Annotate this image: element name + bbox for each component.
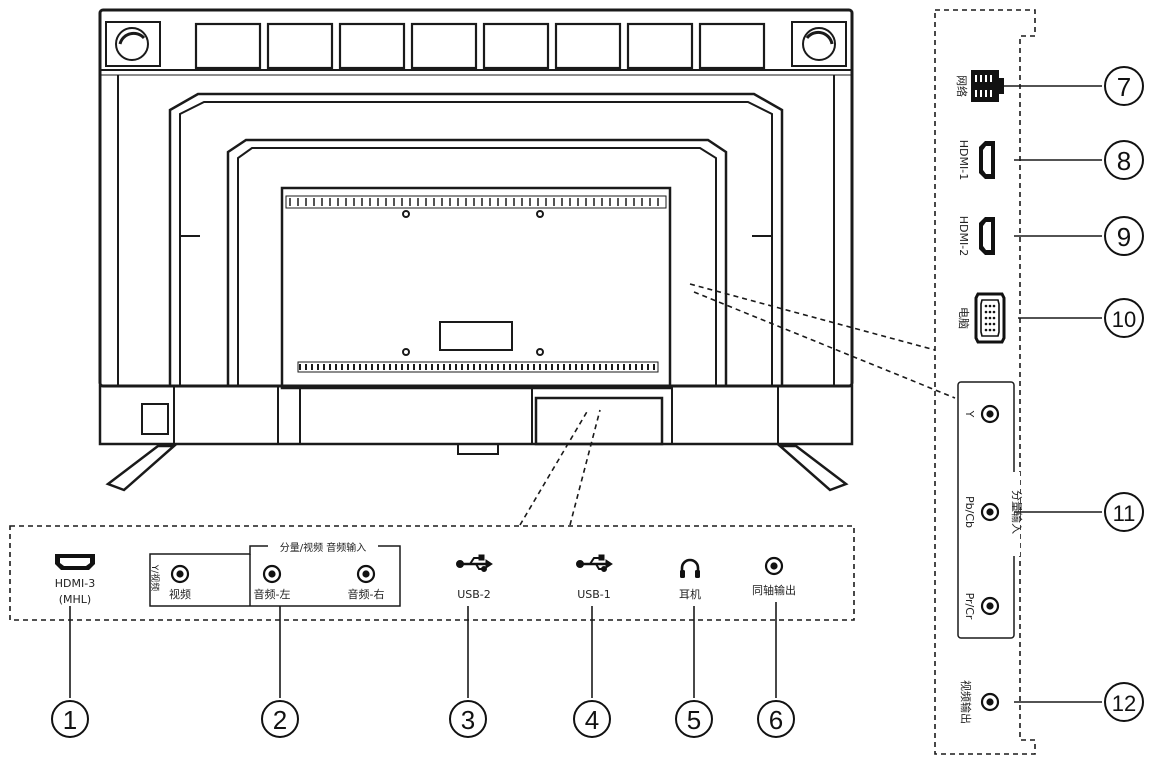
component-prcr-label: Pr/Cr	[963, 593, 976, 620]
rca-jack-icon	[980, 404, 1000, 424]
audio-left-label: 音频-左	[254, 587, 291, 601]
rca-jack-icon	[356, 564, 376, 584]
callout-6: 6	[757, 700, 795, 738]
callout-10-number: 10	[1112, 307, 1136, 332]
headphone-port: 耳机	[679, 558, 701, 601]
callout-2: 2	[261, 700, 299, 738]
callout-8: 8	[1104, 140, 1144, 180]
lan-port: 网络	[955, 70, 1004, 102]
coax-output-label: 同轴输出	[752, 583, 796, 597]
video-label: 视频	[169, 587, 191, 601]
component-y-jack: Y	[963, 404, 1000, 424]
hdmi-port-icon	[979, 217, 995, 255]
callout-2-number: 2	[273, 705, 287, 735]
hdmi2-label: HDMI-2	[957, 216, 970, 256]
vga-port-icon	[974, 292, 1006, 344]
callout-9-number: 9	[1117, 222, 1131, 252]
component-y-label: Y	[963, 410, 976, 418]
audio-right-label: 音频-右	[348, 587, 385, 601]
callout-5: 5	[675, 700, 713, 738]
callout-4-number: 4	[585, 705, 599, 735]
lan-label: 网络	[955, 75, 969, 97]
video-out-label: 视频输出	[959, 680, 973, 724]
hdmi3-label: HDMI-3	[55, 577, 95, 590]
vga-port: 电脑	[957, 292, 1006, 344]
usb-icon	[576, 554, 613, 572]
vga-label: 电脑	[957, 307, 970, 329]
hdmi-port-icon	[979, 141, 995, 179]
hdmi3-sublabel: (MHL)	[59, 593, 91, 606]
video-out-jack: 视频输出	[959, 680, 1000, 724]
usb2-label: USB-2	[457, 588, 491, 601]
headphone-label: 耳机	[679, 587, 701, 601]
hdmi1-label: HDMI-1	[957, 140, 970, 180]
usb2-port: USB-2	[456, 554, 493, 601]
hdmi3-port: HDMI-3 (MHL)	[55, 554, 95, 606]
callout-12-number: 12	[1112, 691, 1136, 716]
hdmi2-port: HDMI-2	[957, 216, 995, 256]
callout-8-number: 8	[1117, 146, 1131, 176]
audio-left-jack: 音频-左	[254, 564, 291, 601]
headphone-icon	[680, 558, 700, 578]
callout-11: 11	[1104, 492, 1144, 532]
callout-10: 10	[1104, 298, 1144, 338]
rca-jack-icon	[980, 692, 1000, 712]
component-audio-group-label: 分量/视频 音频输入	[280, 541, 367, 554]
callout-7: 7	[1104, 66, 1144, 106]
callout-6-number: 6	[769, 705, 783, 735]
tv-back-illustration	[98, 8, 854, 492]
audio-right-jack: 音频-右	[348, 564, 385, 601]
rca-jack-icon	[980, 596, 1000, 616]
bottom-callout-leaders	[69, 602, 777, 698]
vent-grille	[289, 198, 659, 370]
side-connector-panel	[934, 9, 1036, 755]
callout-3: 3	[449, 700, 487, 738]
rca-jack-icon	[170, 564, 190, 584]
rca-jack-icon	[980, 502, 1000, 522]
callout-4: 4	[573, 700, 611, 738]
callout-1: 1	[51, 700, 89, 738]
ethernet-port-icon	[971, 70, 1004, 102]
callout-9: 9	[1104, 216, 1144, 256]
coax-output-jack: 同轴输出	[752, 556, 796, 597]
rca-jack-icon	[764, 556, 784, 576]
leader-lines-dashed	[519, 283, 956, 526]
component-prcr-jack: Pr/Cr	[963, 593, 1000, 620]
callout-1-number: 1	[63, 705, 77, 735]
rca-jack-icon	[262, 564, 282, 584]
hdmi-port-icon	[55, 554, 95, 570]
callout-5-number: 5	[687, 705, 701, 735]
callout-12: 12	[1104, 682, 1144, 722]
bottom-connector-panel	[9, 525, 855, 621]
callout-3-number: 3	[461, 705, 475, 735]
usb1-port: USB-1	[576, 554, 613, 601]
usb1-label: USB-1	[577, 588, 611, 601]
component-pbcb-label: Pb/Cb	[963, 496, 976, 528]
callout-markers: 1 2 3 4 5 6 7 8 9 10 11 12	[51, 66, 1144, 738]
callout-11-number: 11	[1113, 501, 1136, 526]
y-video-side-label: Y/视频	[149, 564, 161, 592]
usb-icon	[456, 554, 493, 572]
callout-7-number: 7	[1117, 72, 1131, 102]
side-callout-leaders	[1004, 85, 1102, 703]
video-jack: 视频	[169, 564, 191, 601]
component-pbcb-jack: Pb/Cb	[963, 496, 1000, 528]
hdmi1-port: HDMI-1	[957, 140, 995, 180]
